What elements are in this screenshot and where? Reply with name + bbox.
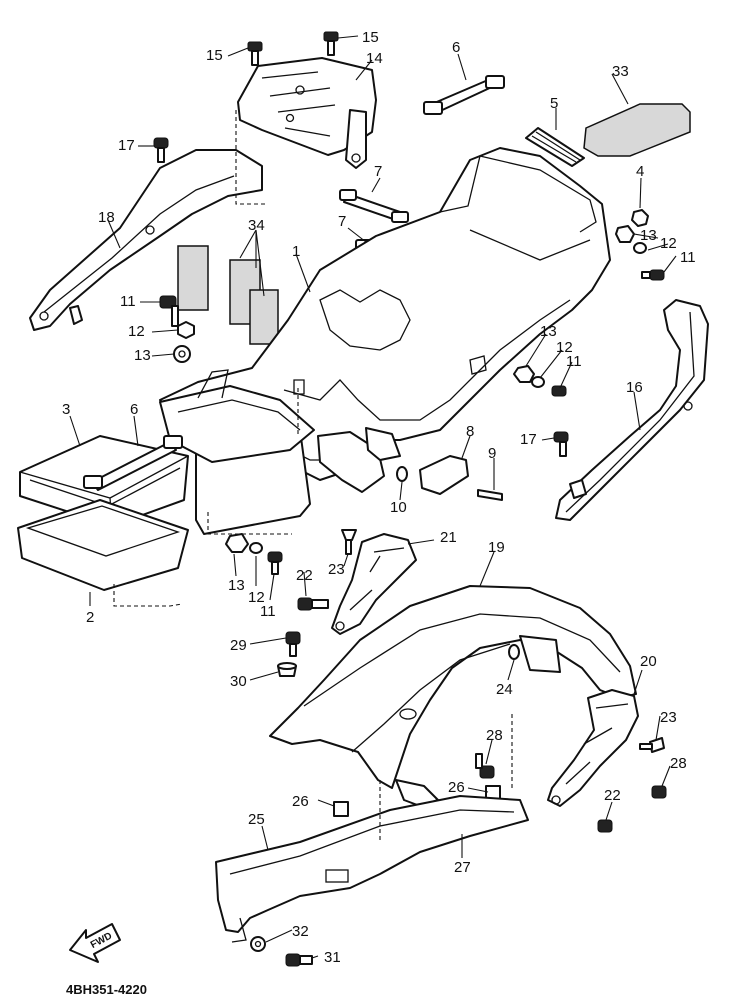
nut-part-4 — [631, 209, 649, 227]
callout-28-right: 28 — [670, 755, 687, 772]
callout-6-top: 6 — [452, 39, 460, 56]
callout-11-upper-right: 11 — [680, 249, 696, 266]
pad-part-33 — [583, 103, 691, 157]
callout-12-upper-left: 12 — [128, 323, 145, 340]
bolt-28-left — [475, 753, 495, 779]
callout-8: 8 — [466, 423, 474, 440]
callout-12-lower: 12 — [248, 589, 265, 606]
hardware-set-upper-right — [615, 225, 665, 281]
hardware-set-upper-left — [159, 295, 195, 363]
callout-13-middle-right: 13 — [540, 323, 557, 340]
bracket-part-14 — [237, 57, 377, 169]
callout-28-left: 28 — [486, 727, 503, 744]
strip-part-5 — [525, 127, 585, 167]
side-rail-part-18 — [29, 149, 263, 331]
rear-fender-part-19 — [269, 585, 637, 807]
callout-17-lower: 17 — [520, 431, 537, 448]
callout-23-lower: 23 — [660, 709, 677, 726]
callout-12-middle-right: 12 — [556, 339, 573, 356]
callout-3: 3 — [62, 401, 70, 418]
callout-15-left: 15 — [206, 47, 223, 64]
bolt-15-left — [247, 41, 263, 66]
callout-13-lower: 13 — [228, 577, 245, 594]
callout-10: 10 — [390, 499, 407, 516]
stay-part-20 — [547, 689, 639, 807]
washer-part-10 — [396, 466, 408, 482]
bolt-23-upper — [341, 529, 357, 555]
callout-19: 19 — [488, 539, 505, 556]
callout-32: 32 — [292, 923, 309, 940]
hardware-set-lower-box — [225, 533, 283, 575]
callout-18: 18 — [98, 209, 115, 226]
callout-9: 9 — [488, 445, 496, 462]
callout-31: 31 — [324, 949, 341, 966]
callout-7-lower: 7 — [338, 213, 346, 230]
bracket-detail-near-box — [317, 427, 401, 493]
callout-27: 27 — [454, 859, 471, 876]
clip-26-left — [333, 801, 349, 817]
callout-7-upper: 7 — [374, 163, 382, 180]
callout-26-left: 26 — [292, 793, 309, 810]
bolt-15-right — [323, 31, 339, 56]
forward-arrow-icon: FWD — [69, 923, 121, 963]
bolt-31 — [285, 953, 313, 967]
grommet-30 — [277, 662, 297, 677]
callout-24: 24 — [496, 681, 513, 698]
callout-15-right: 15 — [362, 29, 379, 46]
strap-part-6-top — [423, 75, 505, 115]
callout-13-upper-left: 13 — [134, 347, 151, 364]
strap-part-6-lower — [83, 435, 183, 491]
bolt-22-lower — [597, 819, 613, 833]
bolt-28-right — [651, 785, 667, 799]
callout-21: 21 — [440, 529, 457, 546]
bracket-part-8 — [419, 455, 469, 495]
callout-25: 25 — [248, 811, 265, 828]
callout-13-upper-right: 13 — [640, 227, 657, 244]
tray-part-2 — [17, 499, 189, 591]
callout-30: 30 — [230, 673, 247, 690]
callout-23-upper: 23 — [328, 561, 345, 578]
callout-2: 2 — [86, 609, 94, 626]
callout-34: 34 — [248, 217, 265, 234]
hardware-set-middle-right — [513, 365, 567, 397]
callout-33: 33 — [612, 63, 629, 80]
pin-part-9 — [477, 489, 503, 501]
callout-labels: 15 15 14 6 33 5 17 4 7 7 18 34 13 12 11 … — [62, 29, 696, 966]
pads-part-34 — [177, 245, 279, 345]
callout-26-right: 26 — [448, 779, 465, 796]
bolt-17-lower — [553, 431, 569, 457]
callout-12-upper-right: 12 — [660, 235, 677, 252]
bolt-29 — [285, 631, 301, 657]
callout-16: 16 — [626, 379, 643, 396]
bolt-17-upper — [153, 137, 169, 163]
washer-part-24 — [508, 644, 520, 660]
callout-11-middle-right: 11 — [566, 353, 582, 370]
callout-20: 20 — [640, 653, 657, 670]
callout-11-lower: 11 — [260, 603, 276, 620]
callout-5: 5 — [550, 95, 558, 112]
washer-32 — [250, 936, 266, 952]
strap-part-7-upper — [339, 189, 409, 223]
callout-1: 1 — [292, 243, 300, 260]
callout-22-upper: 22 — [296, 567, 313, 584]
leader-lines — [69, 35, 677, 959]
callout-17-upper: 17 — [118, 137, 135, 154]
bolt-22-upper — [297, 597, 329, 611]
side-rail-part-16 — [555, 299, 709, 521]
callout-22-lower: 22 — [604, 787, 621, 804]
callout-14: 14 — [366, 50, 383, 67]
bolt-23-lower — [639, 737, 665, 753]
diagram-code: 4BH351-4220 — [66, 982, 147, 997]
callout-11-upper-left: 11 — [120, 293, 136, 310]
callout-6-lower: 6 — [130, 401, 138, 418]
callout-29: 29 — [230, 637, 247, 654]
stay-part-21 — [331, 533, 417, 635]
dashed-assembly-lines — [113, 110, 513, 840]
callout-4: 4 — [636, 163, 644, 180]
